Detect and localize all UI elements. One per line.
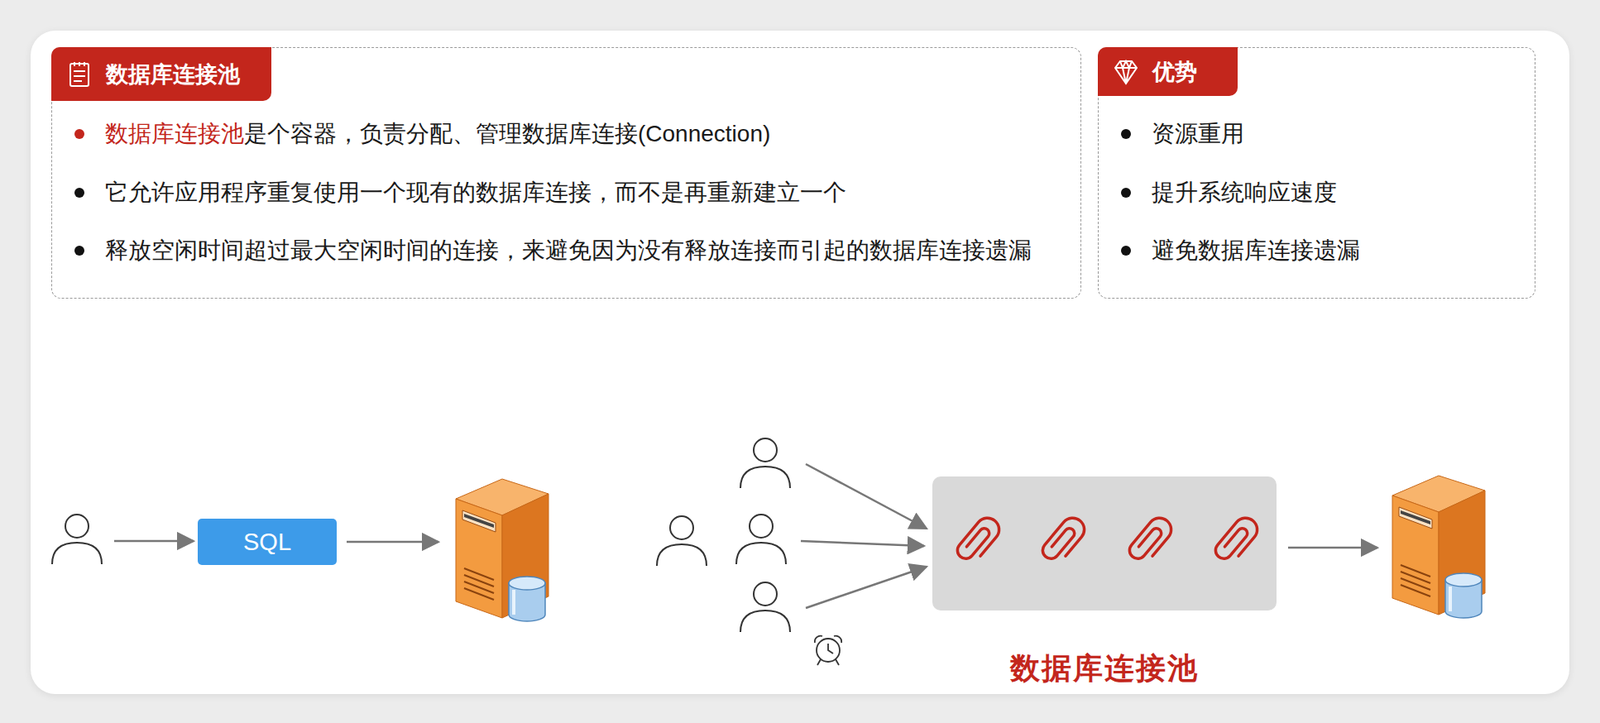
note-icon <box>64 59 95 90</box>
flow-arrow <box>1288 546 1378 550</box>
flow-arrow <box>805 566 927 609</box>
bullet-dot <box>74 187 85 198</box>
panel-heading: 优势 <box>1152 57 1198 87</box>
bullet-text: 资源重用 <box>1151 120 1245 147</box>
database-server <box>455 479 549 622</box>
person-icon <box>52 514 102 565</box>
connection-pool: 数据库连接池 <box>932 476 1277 611</box>
person-icon <box>656 516 707 566</box>
flow-arrow <box>114 540 194 543</box>
bullet-dot <box>1120 245 1131 256</box>
bullet-line: 它允许应用程序重复使用一个现有的数据库连接，而不是再重新建立一个 <box>105 176 847 210</box>
gem-icon <box>1111 57 1141 87</box>
panel-tab: 数据库连接池 <box>51 47 272 101</box>
bullet-text: 提升系统响应速度 <box>1151 179 1337 206</box>
panel-tab: 优势 <box>1097 47 1238 96</box>
alarm-clock <box>814 636 842 666</box>
bullet-dot <box>74 129 85 139</box>
person-icon <box>740 582 791 633</box>
panel-heading: 数据库连接池 <box>105 59 240 90</box>
sql-box: SQL <box>197 518 337 566</box>
highlight-term: 数据库连接池 <box>105 120 245 147</box>
connection-clip <box>1039 512 1089 566</box>
bullet-line: 数据库连接池是个容器，负责分配、管理数据库连接(Connection) <box>105 117 771 151</box>
pool-caption: 数据库连接池 <box>1010 648 1199 690</box>
bullet-text: 它允许应用程序重复使用一个现有的数据库连接，而不是再重新建立一个 <box>105 179 847 206</box>
connection-clip <box>1125 512 1176 566</box>
bullet-text: 释放空闲时间超过最大空闲时间的连接，来避免因为没有释放连接而引起的数据库连接遗漏 <box>105 237 1032 264</box>
bullet-line: 避免数据库连接遗漏 <box>1151 234 1361 268</box>
person-icon <box>736 514 786 565</box>
flow-arrow <box>805 464 927 529</box>
bullet-dot <box>74 245 85 256</box>
bullet-text: 避免数据库连接遗漏 <box>1151 237 1361 264</box>
bullet-text: 是个容器，负责分配、管理数据库连接(Connection) <box>244 120 771 147</box>
advantage-panel: 优势资源重用提升系统响应速度避免数据库连接遗漏 <box>1097 47 1536 299</box>
box-label: SQL <box>243 528 292 556</box>
flow-arrow <box>800 541 925 547</box>
bullet-dot <box>1120 187 1131 198</box>
bullet-dot <box>1120 129 1131 139</box>
flow-arrow <box>346 541 439 544</box>
intro-panel: 数据库连接池数据库连接池是个容器，负责分配、管理数据库连接(Connection… <box>51 47 1082 299</box>
database-server <box>1392 475 1486 618</box>
connection-clip <box>1211 512 1262 566</box>
connection-clip <box>953 512 1004 566</box>
bullet-line: 资源重用 <box>1151 117 1245 151</box>
bullet-line: 释放空闲时间超过最大空闲时间的连接，来避免因为没有释放连接而引起的数据库连接遗漏 <box>105 234 1032 268</box>
clip-layer <box>932 476 1277 611</box>
person-icon <box>740 438 791 489</box>
bullet-line: 提升系统响应速度 <box>1151 176 1337 210</box>
